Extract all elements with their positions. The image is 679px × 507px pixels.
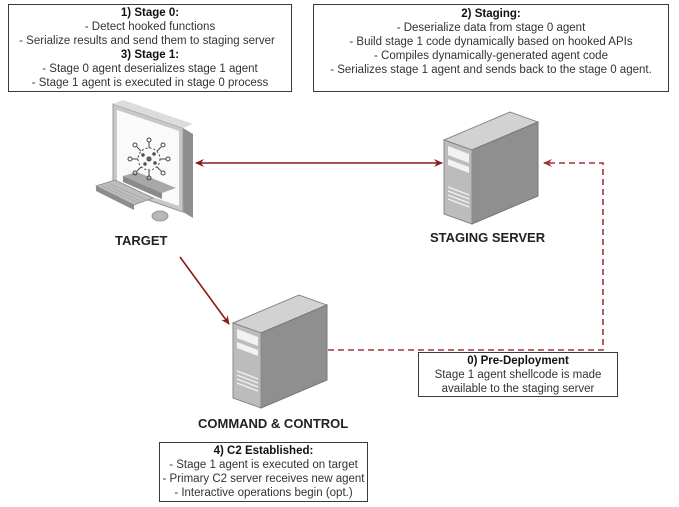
- note-line: - Serialize results and send them to sta…: [19, 35, 275, 47]
- note-line: - Interactive operations begin (opt.): [174, 487, 353, 499]
- note-line: - Detect hooked functions: [84, 21, 216, 33]
- note-c2-established: 4) C2 Established: - Stage 1 agent is ex…: [159, 442, 368, 502]
- node-label-command-control: COMMAND & CONTROL: [198, 416, 349, 431]
- note-line: available to the staging server: [441, 383, 595, 395]
- node-label-target: TARGET: [115, 233, 168, 248]
- note-title: 4) C2 Established:: [213, 445, 314, 457]
- staging-server-icon: [442, 111, 540, 225]
- note-line: - Stage 1 agent is executed on target: [169, 459, 358, 471]
- note-staging: 2) Staging: - Deserialize data from stag…: [313, 4, 669, 92]
- virus-icon: [127, 137, 171, 181]
- note-line: Stage 1 agent shellcode is made: [434, 369, 602, 381]
- note-title: 0) Pre-Deployment: [467, 355, 569, 367]
- note-line: - Compiles dynamically-generated agent c…: [374, 50, 608, 62]
- edge-c2-staging-dashed: [328, 159, 604, 351]
- edge-target-c2: [179, 256, 230, 325]
- note-line: - Primary C2 server receives new agent: [162, 473, 365, 485]
- note-line: - Build stage 1 code dynamically based o…: [349, 36, 633, 48]
- note-line: - Deserialize data from stage 0 agent: [396, 22, 586, 34]
- note-line: - Stage 1 agent is executed in stage 0 p…: [31, 77, 269, 89]
- c2-server-icon: [231, 294, 329, 409]
- note-title: 2) Staging:: [461, 8, 521, 20]
- note-title: 1) Stage 0:: [120, 7, 180, 19]
- note-title: 3) Stage 1:: [120, 49, 180, 61]
- note-line: - Serializes stage 1 agent and sends bac…: [330, 64, 652, 76]
- note-line: - Stage 0 agent deserializes stage 1 age…: [42, 63, 258, 75]
- note-predeployment: 0) Pre-Deployment Stage 1 agent shellcod…: [418, 352, 618, 397]
- note-stage0-stage1: 1) Stage 0: - Detect hooked functions - …: [8, 4, 292, 92]
- node-label-staging-server: STAGING SERVER: [430, 230, 546, 245]
- target-workstation-icon: [94, 100, 193, 222]
